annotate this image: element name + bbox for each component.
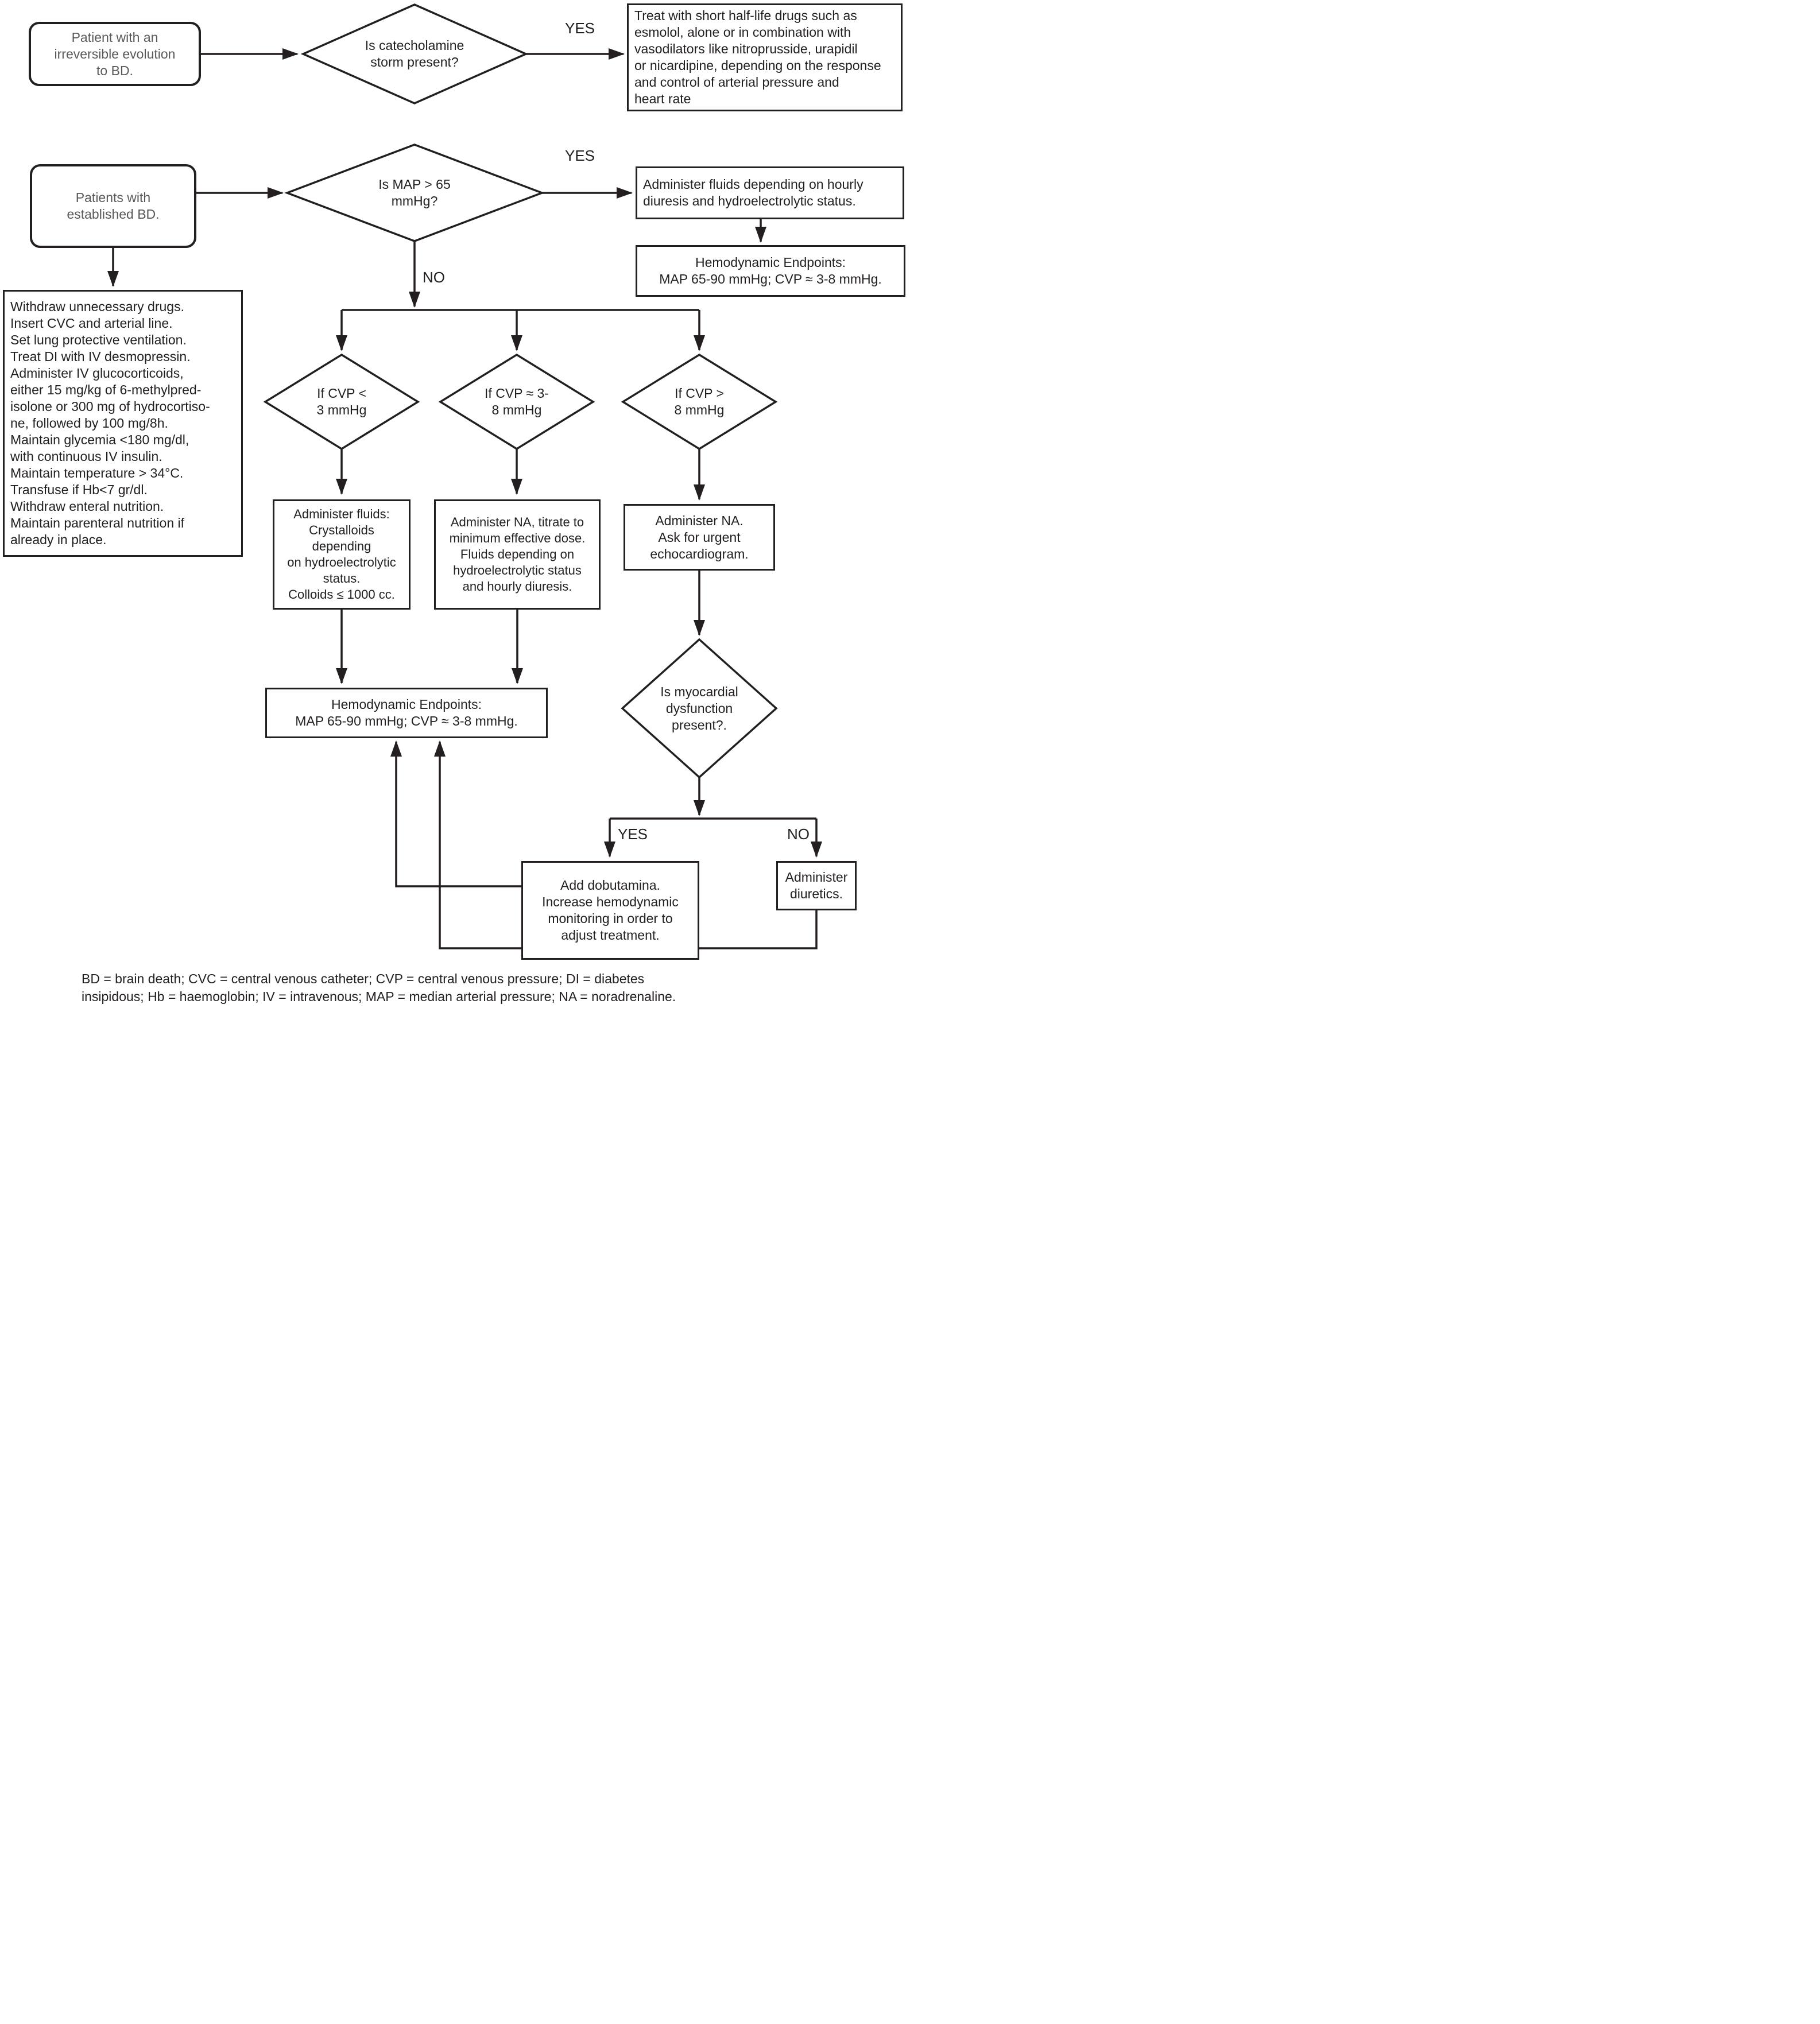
diamond-catecholamine-shape	[300, 3, 529, 104]
node-administer-na-titrate: Administer NA, titrate to minimum effect…	[434, 499, 601, 610]
node-administer-fluids-hourly: Administer fluids depending on hourly di…	[636, 166, 904, 219]
node-hemodynamic-endpoints-right: Hemodynamic Endpoints: MAP 65-90 mmHg; C…	[636, 245, 905, 297]
label-map-no: NO	[423, 268, 445, 286]
label-map-yes: YES	[564, 146, 595, 164]
flowchart-connectors	[107, 3, 822, 949]
node-general-measures: Withdraw unnecessary drugs. Insert CVC a…	[3, 290, 243, 557]
decision-cvp-mid: If CVP ≈ 3- 8 mmHg	[485, 386, 549, 417]
node-administer-diuretics: Administer diuretics.	[776, 861, 857, 910]
node-administer-na-echocardiogram: Administer NA. Ask for urgent echocardio…	[624, 504, 775, 571]
label-catecholamine-yes: YES	[564, 19, 595, 37]
decision-cvp-low: If CVP < 3 mmHg	[316, 386, 367, 417]
node-add-dobutamina: Add dobutamina. Increase hemodynamic mon…	[521, 861, 699, 960]
node-patients-established-bd: Patients with established BD.	[30, 164, 196, 248]
label-myocardial-no: NO	[787, 825, 810, 843]
flowchart: Patient with an irreversible evolution t…	[0, 0, 910, 1012]
decision-cvp-high: If CVP > 8 mmHg	[674, 386, 725, 417]
edge-dobutamina-feedback	[390, 740, 521, 887]
node-hemodynamic-endpoints-center: Hemodynamic Endpoints: MAP 65-90 mmHg; C…	[265, 688, 548, 738]
decision-catecholamine-storm: Is catecholamine storm present?	[365, 38, 464, 69]
node-administer-fluids-crystalloids: Administer fluids: Crystalloids dependin…	[273, 499, 411, 610]
node-treat-catecholamine-storm: Treat with short half-life drugs such as…	[627, 3, 903, 111]
node-patient-irreversible-bd: Patient with an irreversible evolution t…	[29, 22, 201, 86]
decision-myocardial-dysfunction: Is myocardial dysfunction present?.	[660, 684, 738, 732]
abbreviations-legend: BD = brain death; CVC = central venous c…	[82, 971, 676, 1004]
label-myocardial-yes: YES	[618, 825, 648, 843]
decision-map-above-65: Is MAP > 65 mmHg?	[378, 177, 451, 208]
